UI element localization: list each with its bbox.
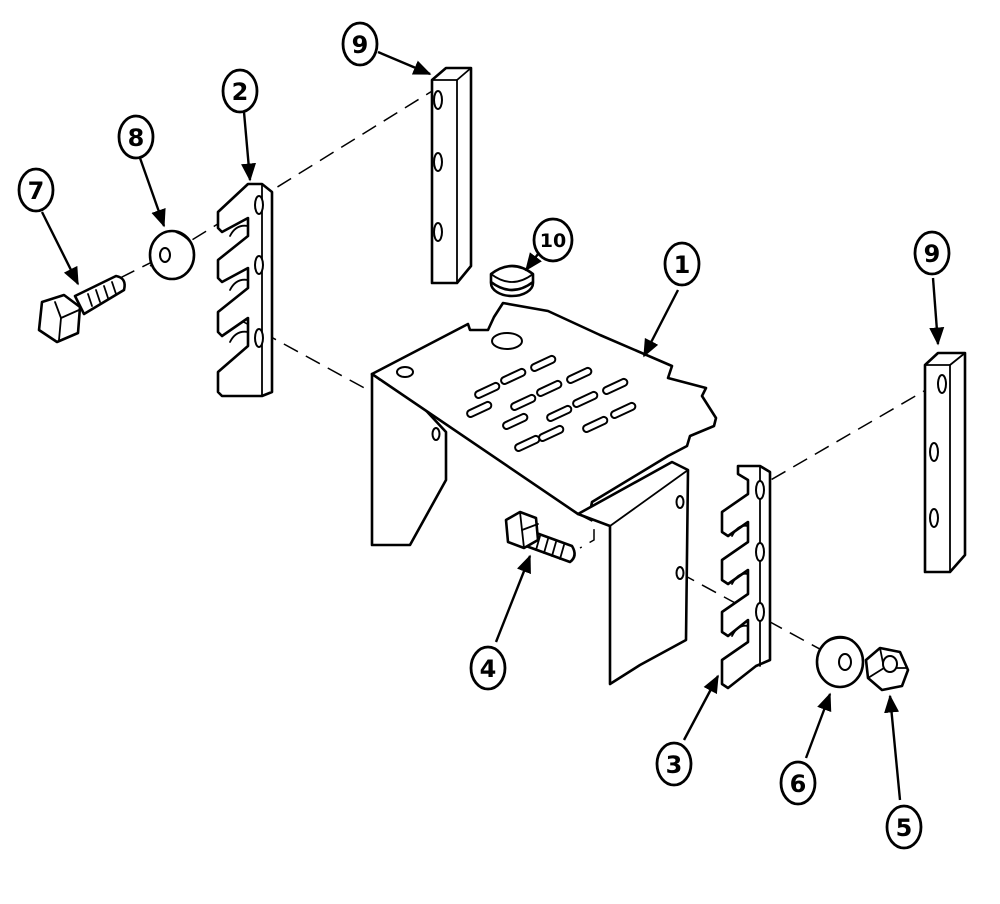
svg-text:10: 10 xyxy=(540,230,566,252)
svg-text:7: 7 xyxy=(28,177,45,205)
callout-6: 6 xyxy=(779,760,817,806)
ventilation-slots xyxy=(466,354,637,452)
callout-3: 3 xyxy=(655,741,693,787)
part-7-hex-bolt xyxy=(37,274,126,344)
callout-10: 10 xyxy=(532,217,574,263)
callout-9-left: 9 xyxy=(341,21,379,67)
svg-text:9: 9 xyxy=(352,31,369,59)
callout-9-right: 9 xyxy=(913,230,951,276)
svg-text:3: 3 xyxy=(666,751,683,779)
part-9-bar-right xyxy=(923,351,967,574)
leader-lines xyxy=(40,50,945,801)
svg-text:9: 9 xyxy=(924,240,941,268)
svg-text:6: 6 xyxy=(790,770,807,798)
callout-4: 4 xyxy=(469,645,507,691)
part-3-clip-bracket xyxy=(720,464,772,690)
svg-text:2: 2 xyxy=(232,78,249,106)
callout-8: 8 xyxy=(117,114,155,160)
svg-text:1: 1 xyxy=(674,251,691,279)
part-6-washer xyxy=(815,635,865,689)
callout-5: 5 xyxy=(885,804,923,850)
part-9-bar-left xyxy=(430,66,473,285)
callout-2: 2 xyxy=(221,68,259,114)
svg-text:5: 5 xyxy=(896,814,913,842)
part-4-bolt xyxy=(504,510,576,564)
callout-1: 1 xyxy=(663,241,701,287)
part-1-main-bracket xyxy=(370,301,718,686)
part-8-washer xyxy=(148,229,196,281)
svg-text:4: 4 xyxy=(480,655,497,683)
svg-text:8: 8 xyxy=(128,124,145,152)
part-10-plug xyxy=(489,264,535,298)
part-2-clip-bracket xyxy=(216,182,274,398)
part-5-hex-nut xyxy=(864,646,910,692)
callout-7: 7 xyxy=(17,167,55,213)
